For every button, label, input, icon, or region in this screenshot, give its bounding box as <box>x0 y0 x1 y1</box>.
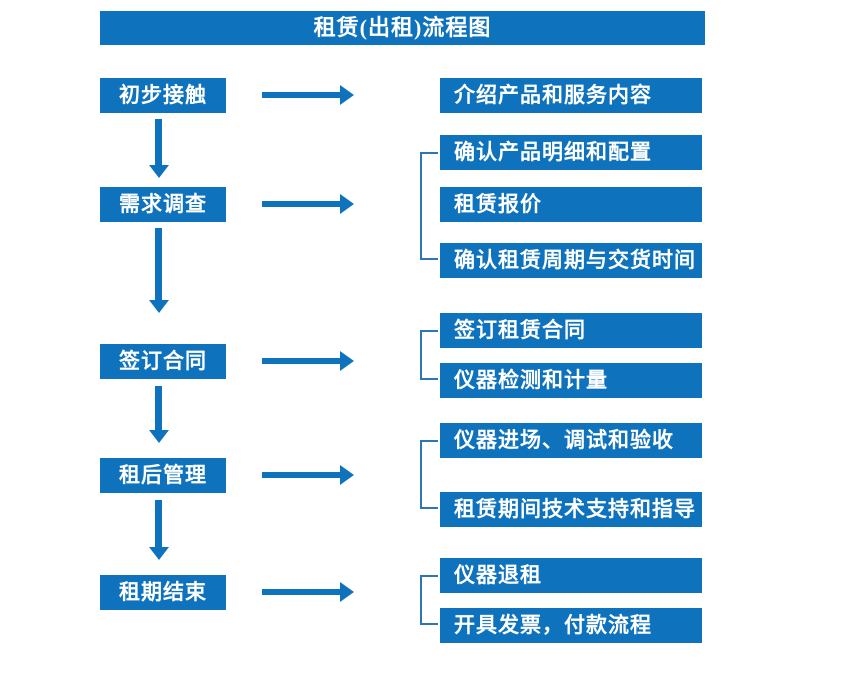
arrow-down-icon <box>155 386 162 430</box>
flowchart-title: 租赁(出租)流程图 <box>100 11 705 45</box>
detail-box-sign-rental-contract: 签订租赁合同 <box>440 313 702 348</box>
group-bracket <box>420 330 438 380</box>
group-bracket <box>420 440 438 509</box>
group-bracket <box>420 575 438 625</box>
arrow-right-icon <box>262 201 340 207</box>
detail-box-invoice-payment: 开具发票，付款流程 <box>440 608 702 643</box>
detail-box-instrument-arrival: 仪器进场、调试和验收 <box>440 423 702 458</box>
detail-box-introduce-products: 介绍产品和服务内容 <box>440 78 702 113</box>
detail-box-confirm-period: 确认租赁周期与交货时间 <box>440 243 702 278</box>
arrow-right-icon <box>262 358 340 364</box>
arrow-down-icon <box>155 500 162 547</box>
stage-box-demand-survey: 需求调查 <box>100 187 226 222</box>
detail-box-instrument-testing: 仪器检测和计量 <box>440 363 702 398</box>
stage-box-rental-end: 租期结束 <box>100 575 226 610</box>
arrow-right-icon <box>262 92 340 98</box>
group-bracket <box>420 152 438 260</box>
detail-box-rental-quote: 租赁报价 <box>440 187 702 222</box>
detail-box-tech-support: 租赁期间技术支持和指导 <box>440 492 702 527</box>
stage-box-initial-contact: 初步接触 <box>100 78 226 113</box>
detail-box-confirm-details: 确认产品明细和配置 <box>440 135 702 170</box>
detail-box-instrument-return: 仪器退租 <box>440 558 702 593</box>
arrow-down-icon <box>155 119 162 165</box>
arrow-down-icon <box>155 228 162 300</box>
stage-box-sign-contract: 签订合同 <box>100 344 226 379</box>
arrow-right-icon <box>262 589 340 595</box>
arrow-right-icon <box>262 472 340 478</box>
stage-box-post-rental: 租后管理 <box>100 458 226 493</box>
